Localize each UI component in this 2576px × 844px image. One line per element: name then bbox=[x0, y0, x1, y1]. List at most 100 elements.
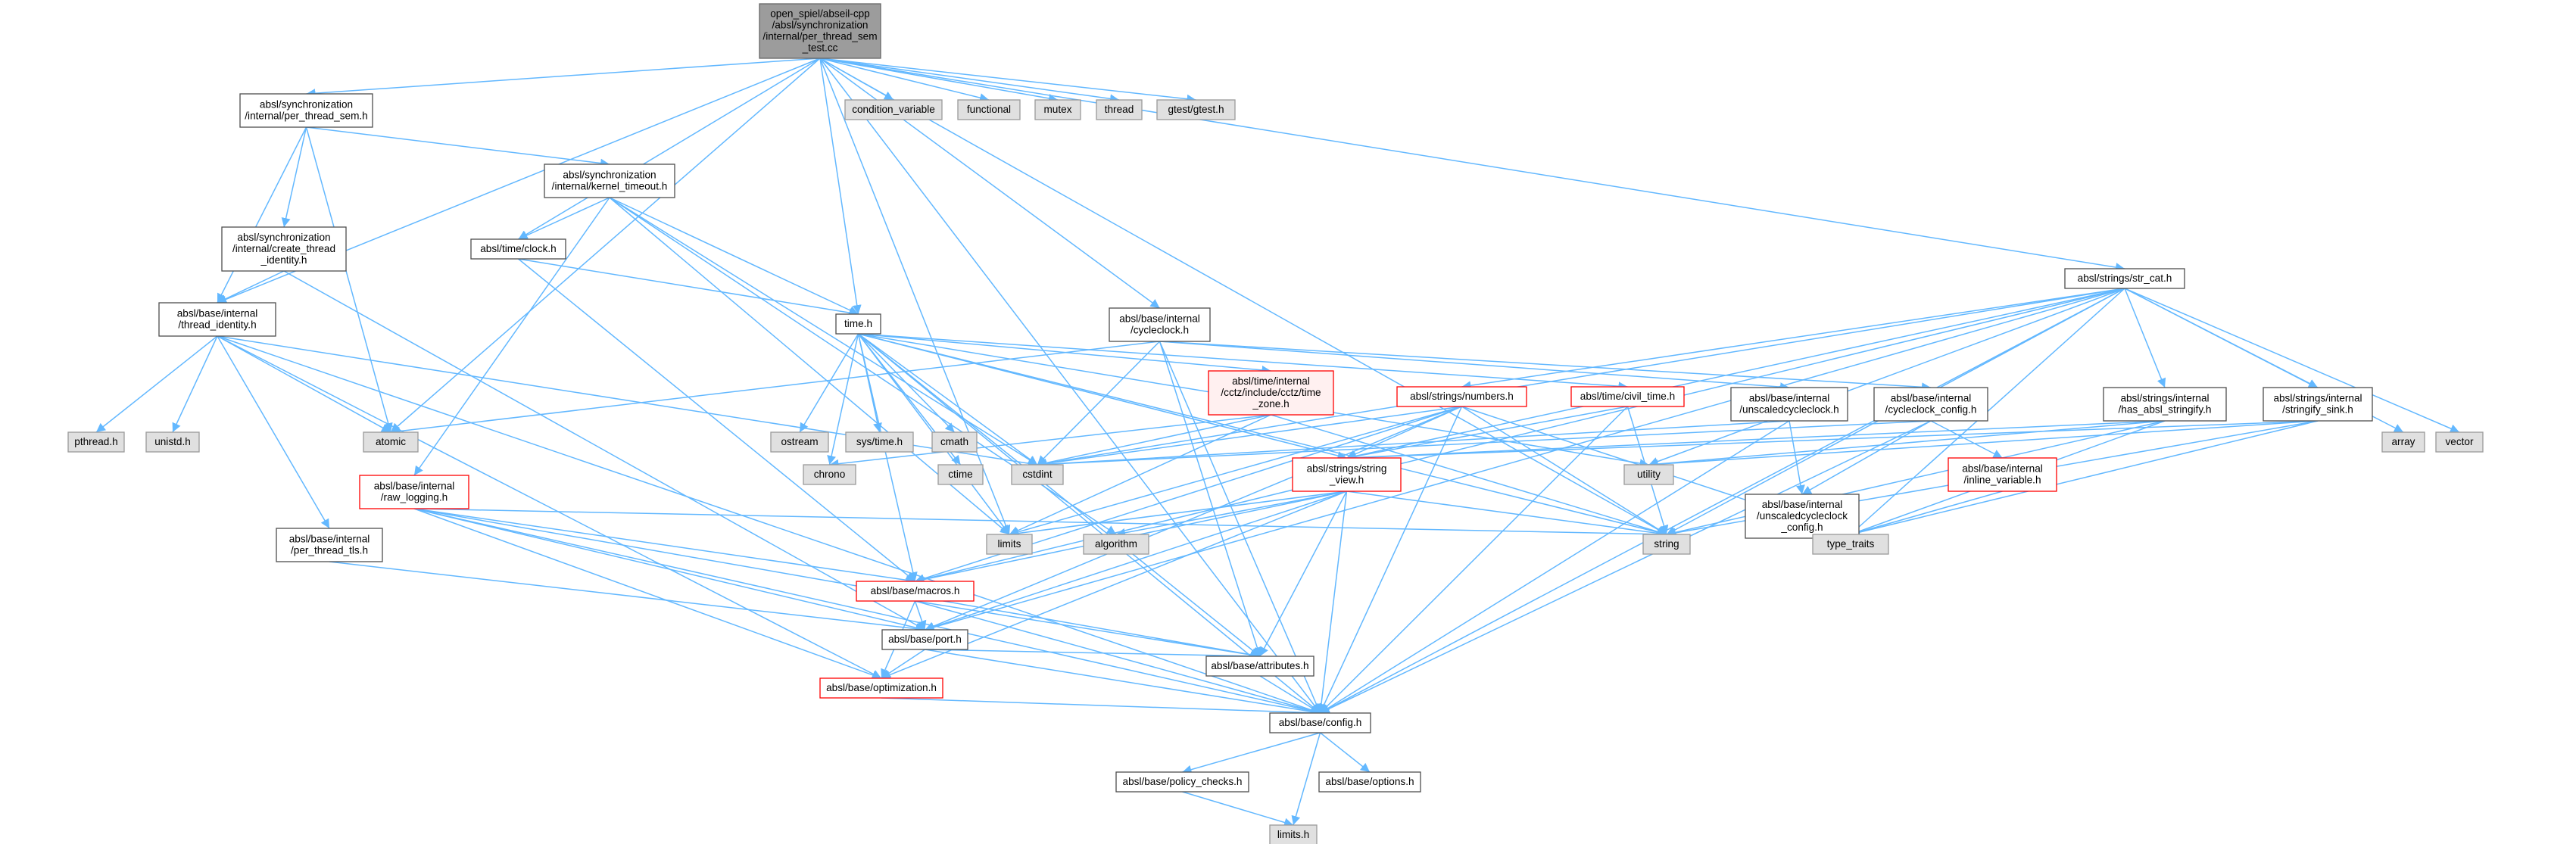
node-box bbox=[1034, 99, 1081, 120]
node-box bbox=[1873, 387, 1988, 422]
node-box bbox=[158, 302, 276, 337]
node-inline_variable[interactable]: absl/base/internal/inline_variable.h bbox=[1948, 457, 2057, 492]
node-atomic[interactable]: atomic bbox=[363, 431, 419, 453]
edge-thread_identity-to-pthread bbox=[95, 335, 218, 433]
node-type_traits[interactable]: type_traits bbox=[1812, 534, 1889, 555]
node-limits_h[interactable]: limits.h bbox=[1269, 824, 1318, 844]
node-str_cat[interactable]: absl/strings/str_cat.h bbox=[2064, 268, 2185, 289]
edge-thread_identity-to-unistd bbox=[172, 335, 218, 433]
node-label-line: /per_thread_tls.h bbox=[291, 545, 368, 556]
node-box bbox=[1208, 370, 1334, 416]
edge-root-to-per_thread_sem bbox=[306, 58, 821, 98]
node-array[interactable]: array bbox=[2381, 431, 2425, 453]
edge-time-to-ostream bbox=[799, 333, 859, 433]
node-stringify_sink[interactable]: absl/strings/internal/stringify_sink.h bbox=[2263, 387, 2373, 422]
node-cstdint[interactable]: cstdint bbox=[1011, 464, 1064, 485]
edge-cycleclock_config-to-inline_variable bbox=[1930, 420, 2003, 459]
edge-root-to-functional bbox=[819, 58, 990, 102]
node-thread_identity[interactable]: absl/base/internal/thread_identity.h bbox=[158, 302, 276, 337]
node-box bbox=[1570, 386, 1685, 407]
node-time[interactable]: time.h bbox=[835, 313, 881, 335]
node-string_view[interactable]: absl/strings/string_view.h bbox=[1292, 457, 1402, 492]
node-cycleclock[interactable]: absl/base/internal/cycleclock.h bbox=[1109, 307, 1211, 342]
node-gtest[interactable]: gtest/gtest.h bbox=[1156, 99, 1236, 120]
node-optimization[interactable]: absl/base/optimization.h bbox=[819, 677, 943, 699]
node-chrono[interactable]: chrono bbox=[803, 464, 856, 485]
edge-root-to-config bbox=[819, 58, 1321, 714]
node-label-line: absl/time/civil_time.h bbox=[1580, 391, 1675, 402]
node-box bbox=[835, 313, 881, 335]
node-systime[interactable]: sys/time.h bbox=[845, 431, 914, 453]
edge-per_thread_sem-to-thread_identity bbox=[217, 126, 307, 304]
node-box bbox=[844, 99, 943, 120]
node-label-line: vector bbox=[2445, 436, 2473, 447]
edge-root-to-str_cat bbox=[819, 58, 2125, 273]
node-create_thread_identity[interactable]: absl/synchronization/internal/create_thr… bbox=[221, 226, 347, 272]
edge-stringify_sink-to-utility bbox=[1648, 420, 2319, 469]
node-mutex[interactable]: mutex bbox=[1034, 99, 1081, 120]
edge-time-to-chrono bbox=[827, 333, 859, 466]
edge-root-to-atomic bbox=[390, 58, 821, 433]
edges-layer bbox=[95, 58, 2460, 827]
node-civil_time[interactable]: absl/time/civil_time.h bbox=[1570, 386, 1685, 407]
node-numbers[interactable]: absl/strings/numbers.h bbox=[1396, 386, 1527, 407]
node-functional[interactable]: functional bbox=[957, 99, 1021, 120]
node-per_thread_sem[interactable]: absl/synchronization/internal/per_thread… bbox=[239, 93, 373, 128]
edge-has_absl_stringify-to-string_view bbox=[1346, 420, 2166, 462]
node-utility[interactable]: utility bbox=[1623, 464, 1674, 485]
node-box bbox=[1948, 457, 2057, 492]
node-box bbox=[544, 164, 675, 198]
node-box bbox=[363, 431, 419, 453]
node-cmath[interactable]: cmath bbox=[931, 431, 978, 453]
node-cctz_time_zone[interactable]: absl/time/internal/cctz/include/cctz/tim… bbox=[1208, 370, 1334, 416]
node-ctime[interactable]: ctime bbox=[937, 464, 984, 485]
node-label-line: absl/base/policy_checks.h bbox=[1123, 776, 1243, 787]
node-raw_logging[interactable]: absl/base/internal/raw_logging.h bbox=[359, 475, 469, 509]
node-config[interactable]: absl/base/config.h bbox=[1269, 712, 1371, 733]
node-policy_checks[interactable]: absl/base/policy_checks.h bbox=[1115, 771, 1249, 793]
node-label-line: absl/synchronization bbox=[563, 170, 656, 181]
node-label-line: /has_absl_stringify.h bbox=[2119, 404, 2212, 416]
node-unistd[interactable]: unistd.h bbox=[145, 431, 200, 453]
node-label-line: ostream bbox=[781, 436, 818, 447]
node-label-line: absl/strings/string bbox=[1307, 463, 1387, 475]
node-box bbox=[2103, 387, 2227, 422]
node-clock[interactable]: absl/time/clock.h bbox=[470, 238, 566, 260]
node-label-line: limits.h bbox=[1277, 829, 1309, 840]
node-kernel_timeout[interactable]: absl/synchronization/internal/kernel_tim… bbox=[544, 164, 675, 198]
edge-policy_checks-to-limits_h bbox=[1182, 791, 1294, 827]
node-label-line: algorithm bbox=[1095, 538, 1137, 550]
node-box bbox=[276, 528, 383, 562]
edge-str_cat-to-string_view bbox=[1346, 288, 2125, 461]
node-ostream[interactable]: ostream bbox=[770, 431, 829, 453]
edge-root-to-thread bbox=[819, 58, 1120, 104]
node-has_absl_stringify[interactable]: absl/strings/internal/has_absl_stringify… bbox=[2103, 387, 2227, 422]
node-label-line: absl/time/clock.h bbox=[480, 243, 556, 254]
node-label-line: /absl/synchronization bbox=[772, 20, 869, 31]
edge-kernel_timeout-to-time bbox=[609, 197, 859, 315]
node-options[interactable]: absl/base/options.h bbox=[1318, 771, 1421, 793]
edge-thread_identity-to-optimization bbox=[217, 335, 882, 679]
node-box bbox=[1812, 534, 1889, 555]
node-pthread[interactable]: pthread.h bbox=[67, 431, 125, 453]
node-thread[interactable]: thread bbox=[1096, 99, 1143, 120]
node-unscaledcycleclock_config[interactable]: absl/base/internal/unscaledcycleclock_co… bbox=[1745, 494, 1860, 539]
edge-str_cat-to-numbers bbox=[1461, 288, 2125, 391]
node-condition_variable[interactable]: condition_variable bbox=[844, 99, 943, 120]
node-port[interactable]: absl/base/port.h bbox=[881, 629, 968, 650]
edge-cycleclock-to-cstdint bbox=[1037, 341, 1161, 466]
node-cycleclock_config[interactable]: absl/base/internal/cycleclock_config.h bbox=[1873, 387, 1988, 422]
node-string[interactable]: string bbox=[1642, 534, 1691, 555]
edge-unscaledcycleclock-to-unscaledcycleclock_config bbox=[1789, 420, 1805, 495]
node-attributes[interactable]: absl/base/attributes.h bbox=[1205, 656, 1315, 677]
node-unscaledcycleclock[interactable]: absl/base/internal/unscaledcycleclock.h bbox=[1730, 387, 1848, 422]
node-algorithm[interactable]: algorithm bbox=[1083, 534, 1149, 555]
node-macros[interactable]: absl/base/macros.h bbox=[856, 581, 975, 602]
node-per_thread_tls[interactable]: absl/base/internal/per_thread_tls.h bbox=[276, 528, 383, 562]
node-label-line: /unscaledcycleclock.h bbox=[1739, 404, 1838, 416]
node-vector[interactable]: vector bbox=[2435, 431, 2484, 453]
node-root[interactable]: open_spiel/abseil-cpp/absl/synchronizati… bbox=[759, 3, 881, 59]
edge-numbers-to-config bbox=[1319, 406, 1463, 714]
node-limits[interactable]: limits bbox=[986, 534, 1033, 555]
